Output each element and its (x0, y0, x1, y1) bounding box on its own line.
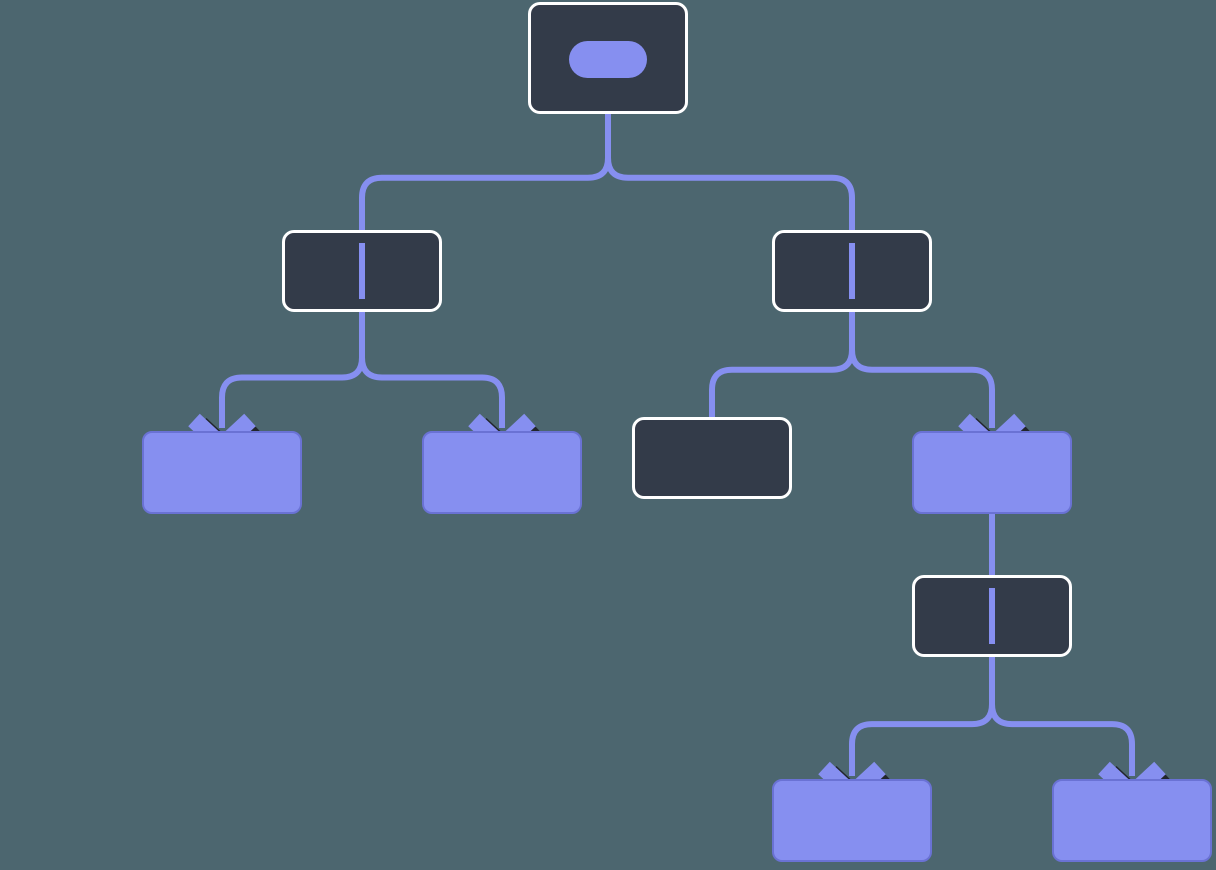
edge-root-to-n-l (359, 114, 611, 230)
node-n-l[interactable] (282, 230, 442, 312)
node-inner-connector-line (849, 243, 855, 299)
node-n-l-1[interactable] (142, 431, 302, 514)
node-n-l-2[interactable] (422, 431, 582, 514)
node-leaf-1[interactable] (772, 779, 932, 862)
node-n-r-1[interactable] (632, 417, 792, 499)
node-n-r-2-a[interactable] (912, 575, 1072, 657)
edge-n-r-2-a-to-leaf-1 (849, 657, 995, 776)
node-root[interactable] (528, 2, 688, 114)
edge-n-r-to-n-r-1 (709, 312, 855, 417)
edge-n-r-2-a-to-leaf-2 (989, 657, 1135, 776)
node-n-r-2[interactable] (912, 431, 1072, 514)
node-leaf-2[interactable] (1052, 779, 1212, 862)
node-badge-pill (569, 41, 647, 78)
edge-n-l-to-n-l-1 (219, 312, 365, 428)
node-n-r[interactable] (772, 230, 932, 312)
node-inner-connector-line (359, 243, 365, 299)
edge-n-r-to-n-r-2 (849, 312, 995, 428)
edge-n-l-to-n-l-2 (359, 312, 505, 428)
node-inner-connector-line (989, 588, 995, 644)
edge-root-to-n-r (605, 114, 855, 230)
